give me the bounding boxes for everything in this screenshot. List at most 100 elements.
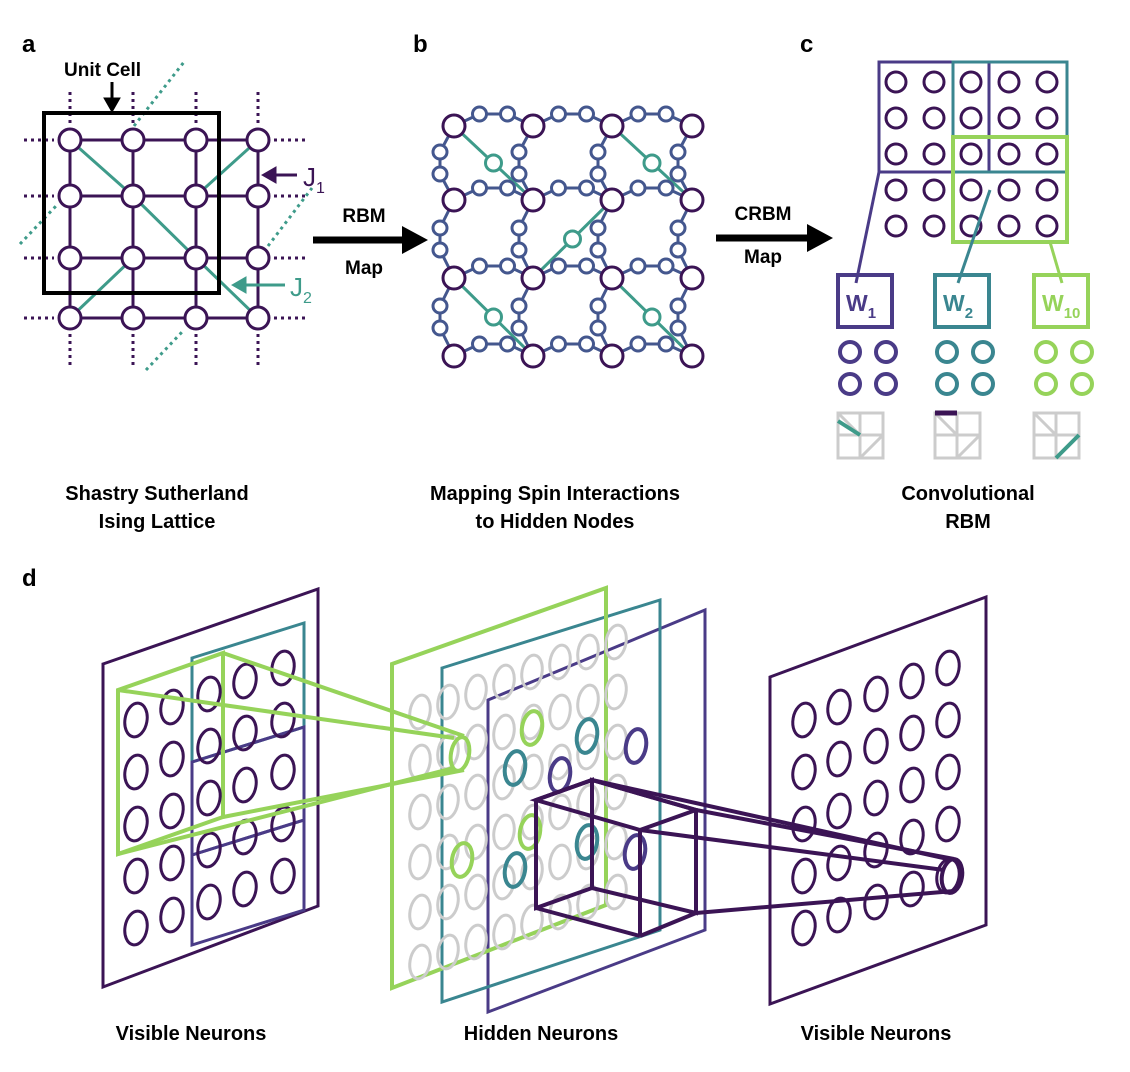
filter-label-index: 10 <box>1064 305 1081 322</box>
hidden-neuron <box>604 623 628 661</box>
panel-c-letter: c <box>800 31 813 58</box>
right-visible-neuron <box>935 701 961 739</box>
left-visible-neuron <box>270 753 296 791</box>
left-visible-neuron <box>270 805 296 843</box>
j2-bond <box>194 138 260 198</box>
filter-weight-node <box>971 372 995 396</box>
right-visible-layer <box>768 594 988 1007</box>
left-visible-neuron <box>196 883 222 921</box>
spin-node <box>120 127 146 153</box>
right-visible-neuron <box>863 831 889 869</box>
conv-visible-node <box>922 214 946 238</box>
j2-dotted-bond <box>144 330 184 372</box>
hidden-neuron <box>436 683 460 721</box>
receptive-window-w1 <box>190 724 306 858</box>
conv-visible-node <box>959 214 983 238</box>
hidden-node <box>578 105 595 123</box>
hidden-neuron <box>436 783 460 821</box>
hidden-node <box>589 319 607 337</box>
right-visible-caption: Visible Neurons <box>801 1023 952 1045</box>
right-visible-neuron <box>899 766 925 804</box>
conv-visible-node <box>922 178 946 202</box>
j2-bond <box>131 194 198 260</box>
hidden-feature-map-w1 <box>486 607 707 1015</box>
hidden-neuron <box>408 793 432 831</box>
j2-dotted-bond <box>132 61 186 127</box>
hidden-neuron-w10 <box>517 813 543 851</box>
hidden-node <box>589 241 607 259</box>
hidden-neuron-w10 <box>519 709 545 747</box>
hidden-node <box>471 179 488 197</box>
hidden-node <box>499 179 516 197</box>
visible-node <box>520 113 546 139</box>
receptive-window-w2 <box>190 620 306 765</box>
visible-node <box>441 187 467 213</box>
hidden-neuron-w2 <box>502 749 528 787</box>
hidden-neuron <box>464 673 488 711</box>
left-visible-neuron <box>232 662 258 700</box>
conv-visible-node <box>1035 178 1059 202</box>
left-visible-neuron <box>196 727 222 765</box>
spin-node <box>245 245 271 271</box>
hidden-node <box>589 143 607 161</box>
filter-label-box <box>1032 273 1090 329</box>
hidden-neuron <box>576 683 600 721</box>
panel-b-caption-line2: to Hidden Nodes <box>476 511 635 533</box>
hidden-node <box>431 297 449 315</box>
hidden-node <box>578 335 595 353</box>
spin-node <box>57 127 83 153</box>
hidden-node <box>669 165 687 183</box>
hidden-node <box>589 297 607 315</box>
j2-bond <box>69 138 134 198</box>
hidden-caption: Hidden Neurons <box>464 1023 618 1045</box>
conv-visible-node <box>959 178 983 202</box>
filter-weight-node <box>1070 340 1094 364</box>
right-visible-neuron <box>826 740 852 778</box>
left-visible-neuron <box>196 675 222 713</box>
left-visible-neuron <box>232 870 258 908</box>
filter-label-letter: W <box>846 290 868 316</box>
conv-visible-node <box>959 142 983 166</box>
crbm-map-arrow <box>716 224 833 252</box>
filter-window-w2 <box>951 60 1069 174</box>
panel-b-letter: b <box>413 31 428 58</box>
filter-weight-node <box>1034 372 1058 396</box>
crbm-box-edge <box>535 906 641 938</box>
panel-a-letter: a <box>22 31 36 58</box>
hidden-node <box>669 297 687 315</box>
projection-line-w10 <box>117 688 455 740</box>
conv-visible-node <box>884 70 908 94</box>
j2-hidden-node <box>563 229 582 249</box>
hidden-node <box>499 105 516 123</box>
j2-dotted-bond <box>18 204 58 246</box>
projection-line-w10 <box>222 768 465 819</box>
hidden-node <box>510 319 528 337</box>
hidden-neuron-w10 <box>449 841 475 879</box>
hidden-neuron <box>408 693 432 731</box>
right-visible-neuron <box>826 896 852 934</box>
projection-line-w1 <box>695 808 955 861</box>
visible-node <box>520 343 546 369</box>
spin-node <box>57 183 83 209</box>
shastry-sutherland-lattice <box>18 61 314 372</box>
hidden-neuron <box>520 653 544 691</box>
crbm-3d-schematic <box>101 585 988 1015</box>
filter-window-w1 <box>877 60 991 174</box>
hidden-node <box>510 143 528 161</box>
hidden-node <box>657 105 675 123</box>
conv-visible-node <box>884 142 908 166</box>
hidden-node <box>499 335 516 353</box>
visible-node <box>679 343 705 369</box>
hidden-node <box>669 219 687 237</box>
filter-label-letter: W <box>943 290 965 316</box>
hidden-node <box>471 335 488 353</box>
right-visible-neuron <box>899 870 925 908</box>
hidden-node <box>669 241 687 259</box>
conv-visible-node <box>1035 70 1059 94</box>
filter-weight-node <box>1034 340 1058 364</box>
left-visible-caption: Visible Neurons <box>116 1023 267 1045</box>
visible-node <box>520 265 546 291</box>
hidden-neuron <box>492 813 516 851</box>
j2-hidden-node <box>642 153 662 173</box>
filter-weight-node <box>935 372 959 396</box>
